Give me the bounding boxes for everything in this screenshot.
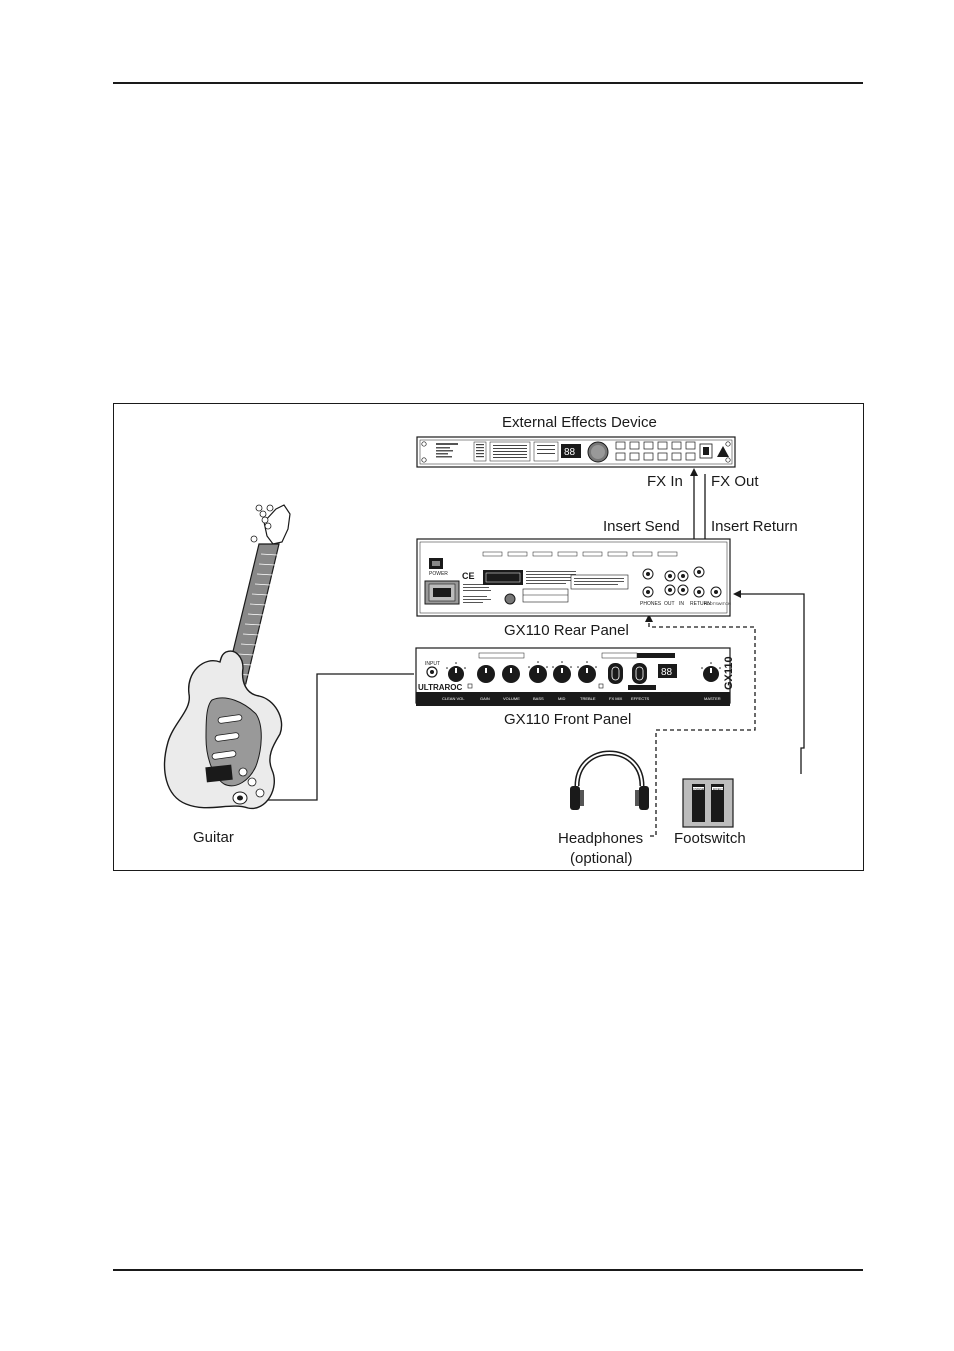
fx-out-label: FX Out <box>711 473 759 490</box>
treble-knob-label: TREBLE <box>580 696 596 701</box>
effects-display <box>561 444 581 458</box>
channel-label: CHANNEL <box>462 692 482 697</box>
phones-jack-label: PHONES <box>640 601 662 607</box>
return-jack-label: RETURN <box>690 601 711 607</box>
brand-label: ULTRAROC <box>418 683 463 692</box>
gain-knob-label: GAIN <box>480 696 490 701</box>
volume-knob-label: VOLUME <box>503 696 520 701</box>
guitar-label: Guitar <box>193 829 234 846</box>
headphones-illustration: Headphones (optional) <box>558 750 649 867</box>
front-knobs <box>448 665 719 683</box>
footswitch-cable <box>739 593 805 774</box>
footswitch-label: Footswitch <box>674 830 746 847</box>
front-panel: INPUT ULTRAROC CHANNEL EFFECT <box>415 647 735 728</box>
preset-label: PRESET <box>659 692 676 697</box>
header-rule <box>113 82 863 84</box>
guitar-cable <box>248 673 414 801</box>
preset-display <box>658 664 677 678</box>
clean-vol-knob-label: CLEAN VOL <box>442 696 465 701</box>
ce-mark: CE <box>462 571 475 581</box>
effects-device-label: External Effects Device <box>502 414 657 431</box>
footswitch-illustration: CHANNEL EFFECT Footswitch <box>674 778 746 847</box>
fx-mix-knob <box>608 663 623 684</box>
connection-diagram: 88 External Effects Device FX In FX Out … <box>113 403 864 871</box>
preset-digits: 88 <box>661 667 673 678</box>
in-jack-label: IN <box>679 601 684 607</box>
guitar-illustration: Guitar <box>163 504 291 846</box>
caution-label <box>483 570 523 585</box>
front-panel-label: GX110 Front Panel <box>504 711 631 728</box>
headphones-label: Headphones <box>558 830 643 847</box>
rear-panel-label: GX110 Rear Panel <box>504 622 629 639</box>
din-socket <box>504 593 516 605</box>
footswitch-channel-label: CHANNEL <box>693 788 706 791</box>
input-label: INPUT <box>425 661 440 667</box>
effect-label: EFFECT <box>594 692 610 697</box>
mid-knob-label: MID <box>558 696 565 701</box>
footswitch-jack-label: FOOTSWITCH <box>704 601 731 606</box>
rear-panel: POWER CE <box>416 538 731 639</box>
effects-display-digits: 88 <box>564 447 576 458</box>
headphones-optional-label: (optional) <box>570 850 633 867</box>
footswitch-effect-label: EFFECT <box>713 788 723 791</box>
model-label: GX110 <box>723 656 735 690</box>
fx-in-label: FX In <box>647 473 683 490</box>
effects-device: 88 External Effects Device <box>416 414 736 468</box>
fx-mix-knob-label: FX MIX <box>609 696 623 701</box>
master-knob-label: MASTER <box>704 696 721 701</box>
out-jack-label: OUT <box>664 601 675 607</box>
bass-knob-label: BASS <box>533 696 544 701</box>
insert-return-label: Insert Return <box>711 518 798 535</box>
effects-knob-label: EFFECTS <box>631 696 650 701</box>
effects-knob <box>632 663 647 684</box>
footer-rule <box>113 1269 863 1271</box>
insert-send-label: Insert Send <box>603 518 680 535</box>
power-label: POWER <box>429 571 448 577</box>
headphones-cable <box>648 619 756 837</box>
